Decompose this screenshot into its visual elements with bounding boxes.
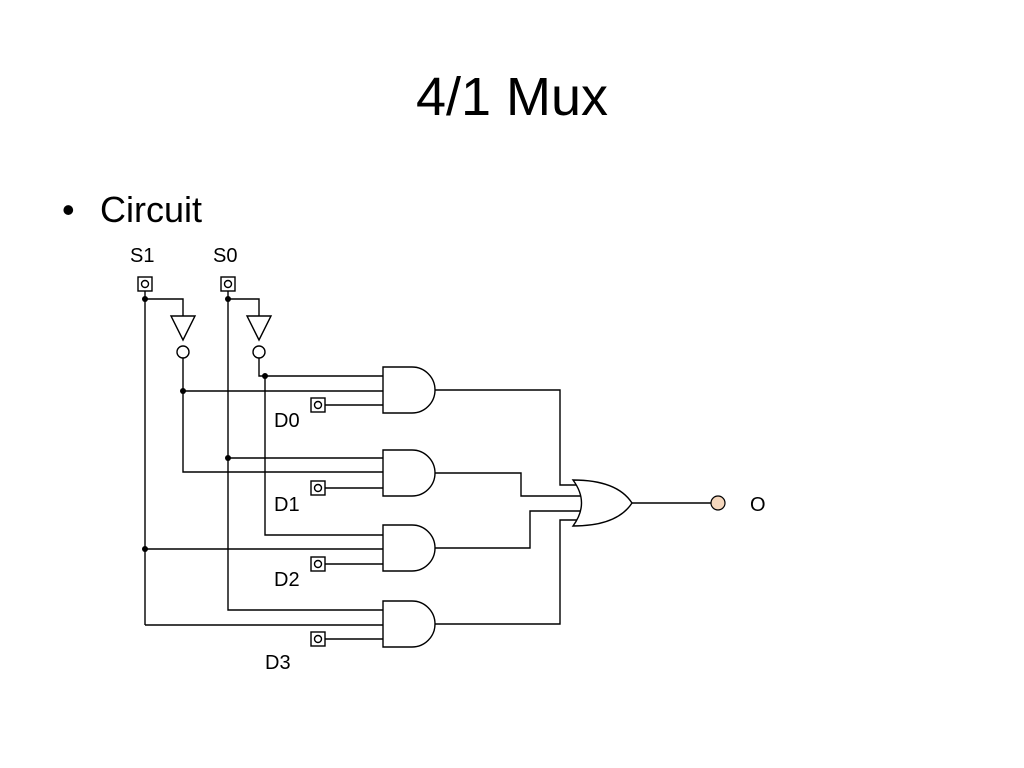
wire-not-s0 xyxy=(258,358,383,536)
label-s0: S0 xyxy=(213,245,237,267)
wire-data-inputs xyxy=(325,404,383,640)
bullet-item: • Circuit xyxy=(62,188,202,232)
label-s1: S1 xyxy=(130,245,154,267)
switch-d3[interactable] xyxy=(310,631,326,647)
inverter-s1 xyxy=(169,315,197,359)
bullet-marker: • xyxy=(62,189,75,230)
junction-dots xyxy=(142,296,268,552)
inverter-s0 xyxy=(245,315,273,359)
wire-and-to-or xyxy=(435,389,582,625)
and-gate-3 xyxy=(382,600,436,648)
wire-not-s1 xyxy=(182,358,383,473)
label-d2: D2 xyxy=(274,569,300,591)
slide-title: 4/1 Mux xyxy=(415,67,609,127)
switch-s1[interactable] xyxy=(137,276,153,292)
switch-s0[interactable] xyxy=(220,276,236,292)
switch-d2[interactable] xyxy=(310,556,326,572)
wire-s0 xyxy=(227,291,383,611)
bullet-text: Circuit xyxy=(100,189,203,230)
and-gate-2 xyxy=(382,524,436,572)
switch-d1[interactable] xyxy=(310,480,326,496)
output-led xyxy=(710,495,726,511)
label-output: O xyxy=(750,494,766,516)
and-gate-1 xyxy=(382,449,436,497)
switch-d0[interactable] xyxy=(310,397,326,413)
label-d3: D3 xyxy=(265,652,291,674)
wire-s1 xyxy=(144,291,383,626)
or-gate xyxy=(571,479,633,527)
label-d1: D1 xyxy=(274,494,300,516)
and-gate-0 xyxy=(382,366,436,414)
label-d0: D0 xyxy=(274,410,300,432)
